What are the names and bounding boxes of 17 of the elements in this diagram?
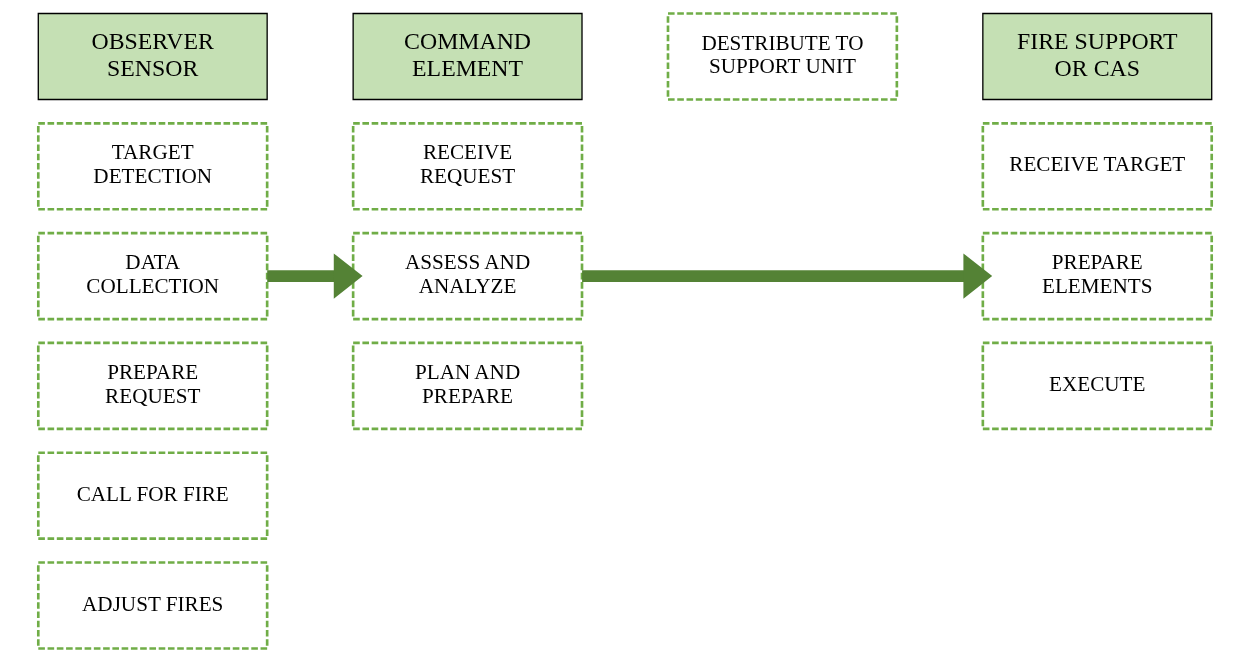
- node-box: RECEIVE TARGET: [981, 121, 1214, 211]
- node-box: PREPARE ELEMENTS: [981, 231, 1214, 321]
- node-box: ADJUST FIRES: [36, 561, 269, 650]
- node-box: FIRE SUPPORT OR CAS: [982, 12, 1213, 101]
- node-box: COMMAND ELEMENT: [352, 12, 583, 101]
- arrow: [582, 253, 993, 299]
- node-box: OBSERVER SENSOR: [37, 12, 268, 101]
- node-box: RECEIVE REQUEST: [351, 121, 584, 211]
- node-box: PLAN AND PREPARE: [351, 341, 584, 431]
- node-box: EXECUTE: [981, 341, 1214, 431]
- node-box: DATA COLLECTION: [36, 231, 269, 321]
- node-box: PREPARE REQUEST: [36, 341, 269, 431]
- node-box: DESTRIBUTE TO SUPPORT UNIT: [666, 12, 899, 101]
- node-box: ASSESS AND ANALYZE: [351, 231, 584, 321]
- arrow: [267, 253, 363, 299]
- node-box: TARGET DETECTION: [36, 121, 269, 211]
- node-box: CALL FOR FIRE: [36, 451, 269, 541]
